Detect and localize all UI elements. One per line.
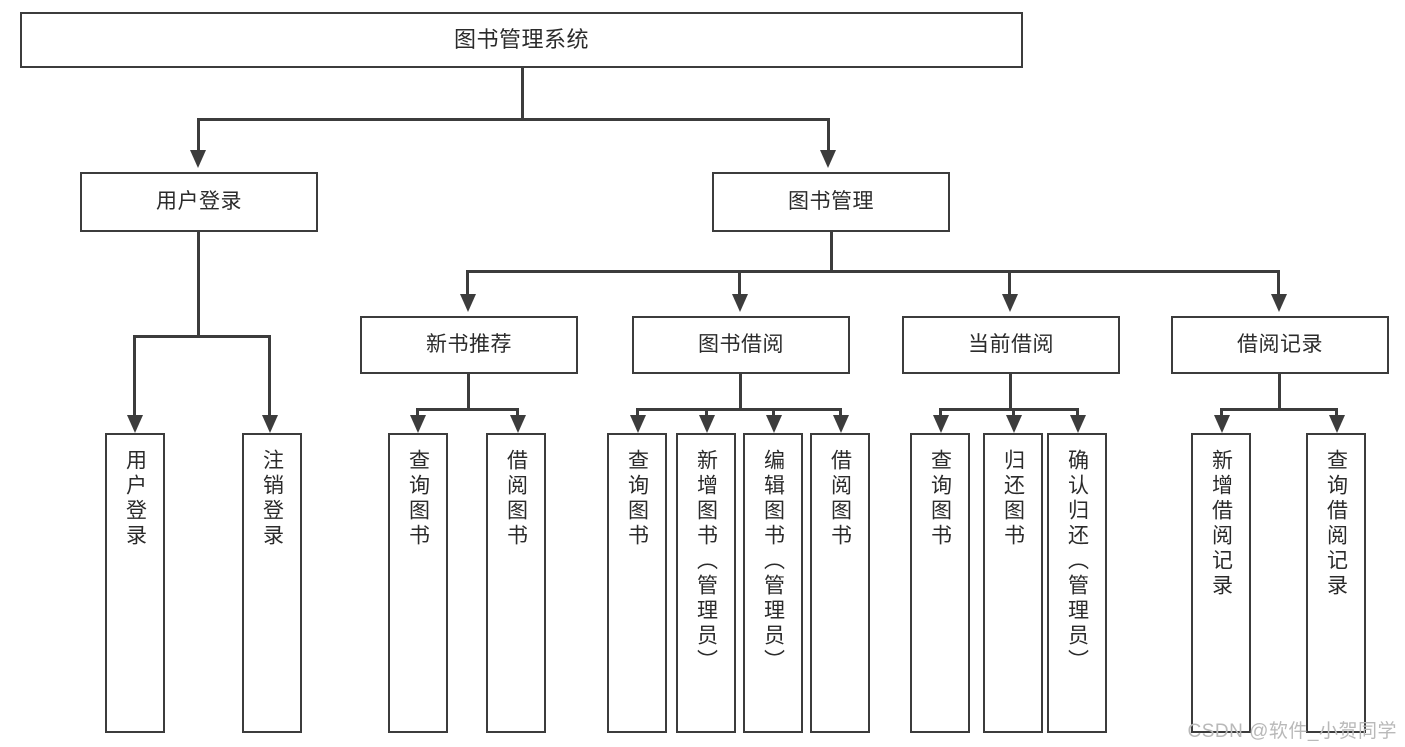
- connector-bookmgmt-to-l2-1: [738, 270, 741, 296]
- leaf-user-login-logout-label: 注销登录: [260, 449, 284, 549]
- arrow-userlogin-to-leaf-0: [127, 415, 143, 433]
- connector-bookmgmt-bar: [466, 270, 1280, 273]
- arrow-root-to-l1-0: [190, 150, 206, 168]
- leaf-book-borrow-edit[interactable]: 编辑图书（管理员）: [743, 433, 803, 733]
- leaf-new-book-query-label: 查询图书: [406, 449, 430, 549]
- connector-bookborrow-to-leaf-0: [636, 408, 639, 418]
- leaf-book-borrow-borrow-label: 借阅图书: [828, 449, 852, 549]
- connector-bookmgmt-to-l2-2: [1008, 270, 1011, 296]
- connector-bookborrow-to-leaf-2: [772, 408, 775, 418]
- connector-currentborrow-to-leaf-1: [1012, 408, 1015, 418]
- leaf-user-login-login-label: 用户登录: [123, 449, 147, 549]
- arrow-currentborrow-to-leaf-1: [1006, 415, 1022, 433]
- connector-newbook-to-leaf-1: [516, 408, 519, 418]
- arrow-bookborrow-to-leaf-2: [766, 415, 782, 433]
- leaf-user-login-logout[interactable]: 注销登录: [242, 433, 302, 733]
- leaf-borrow-record-add[interactable]: 新增借阅记录: [1191, 433, 1251, 733]
- arrow-bookmgmt-to-l2-2: [1002, 294, 1018, 312]
- leaf-book-borrow-add[interactable]: 新增图书（管理员）: [676, 433, 736, 733]
- leaf-book-borrow-borrow[interactable]: 借阅图书: [810, 433, 870, 733]
- arrow-bookborrow-to-leaf-3: [833, 415, 849, 433]
- connector-currentborrow-stem: [1009, 374, 1012, 410]
- arrow-bookmgmt-to-l2-3: [1271, 294, 1287, 312]
- leaf-current-borrow-confirm[interactable]: 确认归还（管理员）: [1047, 433, 1107, 733]
- leaf-current-borrow-query-label: 查询图书: [928, 449, 952, 549]
- leaf-new-book-query[interactable]: 查询图书: [388, 433, 448, 733]
- connector-newbook-bar: [416, 408, 519, 411]
- connector-root-stem: [521, 68, 524, 120]
- connector-borrowrecord-to-leaf-1: [1335, 408, 1338, 418]
- arrow-currentborrow-to-leaf-2: [1070, 415, 1086, 433]
- node-root-label: 图书管理系统: [453, 26, 589, 52]
- connector-bookborrow-to-leaf-1: [705, 408, 708, 418]
- leaf-borrow-record-add-label: 新增借阅记录: [1209, 449, 1233, 599]
- node-new-book-recommend-label: 新书推荐: [426, 333, 512, 357]
- arrow-bookmgmt-to-l2-1: [732, 294, 748, 312]
- leaf-current-borrow-confirm-label: 确认归还（管理员）: [1065, 449, 1089, 674]
- node-user-login[interactable]: 用户登录: [80, 172, 318, 232]
- leaf-new-book-borrow[interactable]: 借阅图书: [486, 433, 546, 733]
- connector-userlogin-to-leaf-1: [268, 335, 271, 417]
- node-user-login-label: 用户登录: [156, 190, 242, 214]
- arrow-newbook-to-leaf-1: [510, 415, 526, 433]
- connector-borrowrecord-to-leaf-0: [1220, 408, 1223, 418]
- connector-userlogin-to-leaf-0: [133, 335, 136, 417]
- arrow-borrowrecord-to-leaf-0: [1214, 415, 1230, 433]
- leaf-current-borrow-query[interactable]: 查询图书: [910, 433, 970, 733]
- connector-root-to-l1-1: [827, 118, 830, 152]
- connector-bookmgmt-to-l2-3: [1277, 270, 1280, 296]
- connector-bookborrow-stem: [739, 374, 742, 410]
- leaf-book-borrow-add-label: 新增图书（管理员）: [694, 449, 718, 674]
- connector-newbook-to-leaf-0: [416, 408, 419, 418]
- leaf-user-login-login[interactable]: 用户登录: [105, 433, 165, 733]
- connector-borrowrecord-bar: [1220, 408, 1338, 411]
- arrow-currentborrow-to-leaf-0: [933, 415, 949, 433]
- node-root[interactable]: 图书管理系统: [20, 12, 1023, 68]
- connector-currentborrow-to-leaf-2: [1076, 408, 1079, 418]
- arrow-borrowrecord-to-leaf-1: [1329, 415, 1345, 433]
- leaf-current-borrow-return-label: 归还图书: [1001, 449, 1025, 549]
- connector-userlogin-bar: [133, 335, 271, 338]
- leaf-current-borrow-return[interactable]: 归还图书: [983, 433, 1043, 733]
- arrow-bookborrow-to-leaf-0: [630, 415, 646, 433]
- arrow-bookborrow-to-leaf-1: [699, 415, 715, 433]
- connector-currentborrow-bar: [939, 408, 1078, 411]
- node-current-borrow[interactable]: 当前借阅: [902, 316, 1120, 374]
- node-book-borrow-label: 图书借阅: [698, 333, 784, 357]
- connector-root-to-l1-0: [197, 118, 200, 152]
- connector-bookmgmt-stem: [830, 232, 833, 272]
- leaf-book-borrow-edit-label: 编辑图书（管理员）: [761, 449, 785, 674]
- leaf-borrow-record-query-label: 查询借阅记录: [1324, 449, 1348, 599]
- arrow-bookmgmt-to-l2-0: [460, 294, 476, 312]
- node-new-book-recommend[interactable]: 新书推荐: [360, 316, 578, 374]
- arrow-root-to-l1-1: [820, 150, 836, 168]
- node-book-borrow[interactable]: 图书借阅: [632, 316, 850, 374]
- connector-bookborrow-to-leaf-3: [839, 408, 842, 418]
- leaf-book-borrow-query[interactable]: 查询图书: [607, 433, 667, 733]
- leaf-new-book-borrow-label: 借阅图书: [504, 449, 528, 549]
- connector-userlogin-stem: [197, 232, 200, 337]
- node-borrow-record[interactable]: 借阅记录: [1171, 316, 1389, 374]
- leaf-borrow-record-query[interactable]: 查询借阅记录: [1306, 433, 1366, 733]
- connector-bookmgmt-to-l2-0: [466, 270, 469, 296]
- node-borrow-record-label: 借阅记录: [1237, 333, 1323, 357]
- node-current-borrow-label: 当前借阅: [968, 333, 1054, 357]
- arrow-userlogin-to-leaf-1: [262, 415, 278, 433]
- connector-newbook-stem: [467, 374, 470, 410]
- connector-root-bar: [197, 118, 827, 121]
- leaf-book-borrow-query-label: 查询图书: [625, 449, 649, 549]
- node-book-management[interactable]: 图书管理: [712, 172, 950, 232]
- node-book-management-label: 图书管理: [788, 190, 874, 214]
- connector-borrowrecord-stem: [1278, 374, 1281, 410]
- connector-currentborrow-to-leaf-0: [939, 408, 942, 418]
- connector-bookborrow-bar: [636, 408, 842, 411]
- arrow-newbook-to-leaf-0: [410, 415, 426, 433]
